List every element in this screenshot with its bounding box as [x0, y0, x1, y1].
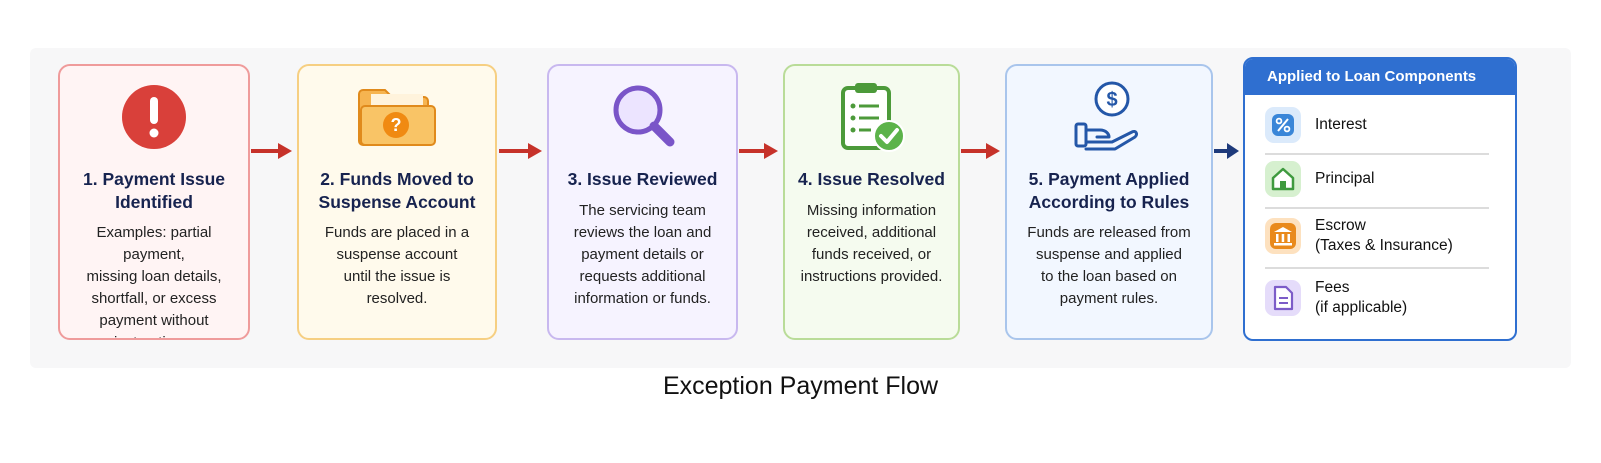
step-description: Funds are released from suspense and app…	[1027, 224, 1191, 307]
step-title: 2. Funds Moved to Suspense Account	[318, 169, 476, 212]
component-label: Escrow (Taxes & Insurance)	[1315, 217, 1453, 254]
component-label: Fees (if applicable)	[1315, 279, 1408, 316]
step-title: 5. Payment Applied According to Rules	[1028, 169, 1190, 212]
step-title: 1. Payment Issue Identified	[82, 169, 226, 212]
step-description: The servicing team reviews the loan and …	[573, 202, 712, 307]
component-label: Principal	[1315, 170, 1375, 187]
bank-icon	[1265, 218, 1301, 254]
diagram-caption: Exception Payment Flow	[662, 372, 939, 400]
hand-dollar-icon: $	[1007, 80, 1211, 154]
step-title: 4. Issue Resolved	[798, 169, 945, 189]
svg-text:?: ?	[391, 115, 402, 135]
step-card-issue-resolved: 4. Issue Resolved Missing information re…	[783, 64, 960, 340]
house-icon	[1265, 161, 1301, 197]
flow-arrow-2	[499, 143, 542, 159]
component-fees: Fees (if applicable)	[1265, 267, 1489, 329]
flow-arrow-3	[739, 143, 778, 159]
component-interest: Interest	[1265, 97, 1489, 155]
component-principal: Principal	[1265, 151, 1489, 209]
percent-icon	[1265, 107, 1301, 143]
step-description: Examples: partial payment, missing loan …	[86, 224, 222, 338]
step-description: Missing information received, additional…	[800, 202, 943, 285]
step-card-issue-reviewed: 3. Issue Reviewed The servicing team rev…	[547, 64, 738, 340]
document-icon	[1265, 280, 1301, 316]
exclamation-icon	[60, 80, 248, 154]
step-card-payment-applied: $ 5. Payment Applied According to Rules …	[1005, 64, 1213, 340]
step-card-payment-issue: 1. Payment Issue Identified Examples: pa…	[58, 64, 250, 340]
component-label: Interest	[1315, 116, 1367, 133]
magnifier-icon	[549, 80, 736, 154]
folder-question-icon: ?	[299, 80, 495, 154]
flow-arrow-4	[961, 143, 1000, 159]
svg-text:$: $	[1106, 89, 1117, 111]
clipboard-check-icon	[785, 80, 958, 154]
component-escrow: Escrow (Taxes & Insurance)	[1265, 205, 1489, 269]
panel-title: Applied to Loan Components	[1245, 59, 1515, 95]
flow-arrow-5	[1214, 143, 1239, 159]
flow-arrow-1	[251, 143, 292, 159]
step-description: Funds are placed in a suspense account u…	[324, 224, 470, 307]
step-title: 3. Issue Reviewed	[567, 169, 718, 189]
step-card-suspense-account: ? 2. Funds Moved to Suspense Account Fun…	[297, 64, 497, 340]
loan-components-panel: Applied to Loan Components Interest Prin…	[1243, 57, 1517, 341]
